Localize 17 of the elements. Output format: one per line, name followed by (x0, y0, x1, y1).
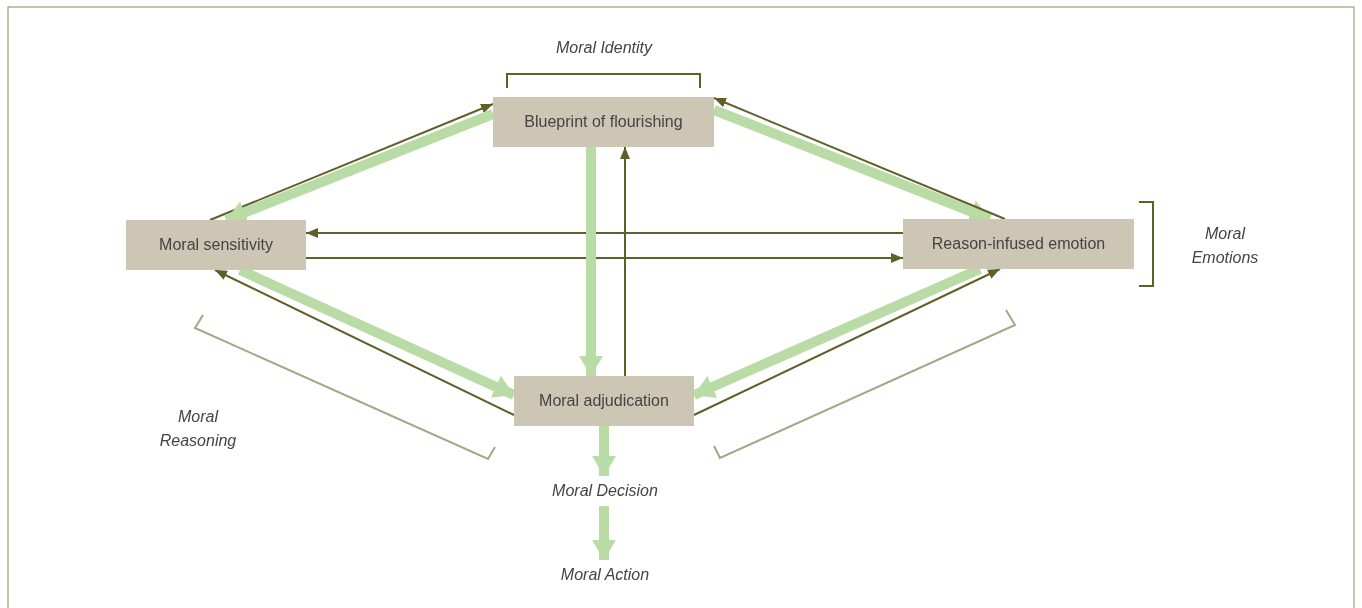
arrow (592, 506, 616, 560)
arrow (214, 269, 515, 416)
arrow (305, 253, 904, 263)
process-box: Blueprint of flourishing (493, 97, 714, 147)
group-label: Moral Reasoning (158, 407, 238, 451)
arrow (579, 147, 603, 376)
arrow (592, 426, 616, 476)
node-text: Moral Decision (552, 482, 658, 500)
process-box: Moral adjudication (514, 376, 694, 426)
arrow (693, 268, 1001, 416)
process-box: Reason-infused emotion (903, 219, 1134, 269)
node-text: Moral Action (560, 566, 650, 584)
arrow (620, 146, 630, 377)
process-box: Moral sensitivity (126, 220, 306, 270)
arrow (305, 228, 904, 238)
group-label: Moral Identity (554, 38, 654, 58)
group-label: Moral Emotions (1190, 224, 1260, 268)
